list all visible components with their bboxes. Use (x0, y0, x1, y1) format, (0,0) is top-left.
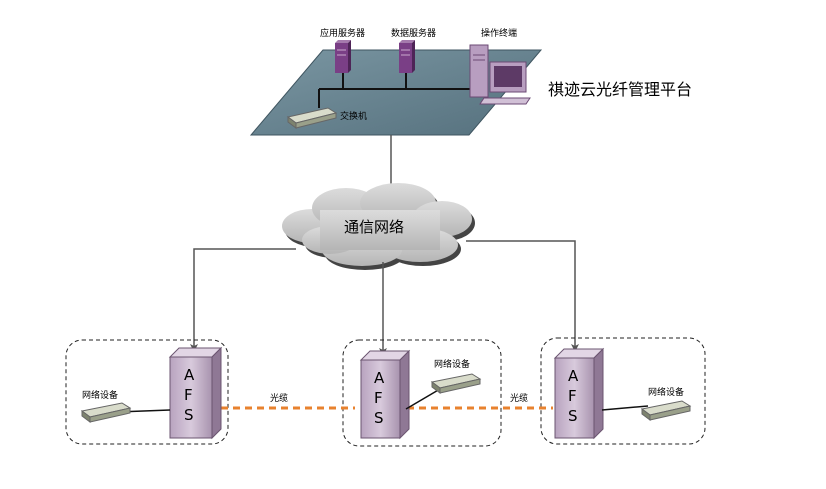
link-to-site-1 (190, 248, 296, 352)
terminal-computer-icon (469, 44, 531, 105)
data-server-icon (399, 40, 415, 73)
svg-text:F: F (374, 389, 383, 407)
terminal-label: 操作终端 (481, 27, 517, 39)
switch-label: 交换机 (340, 110, 367, 122)
fiber-label-1: 光缆 (270, 392, 288, 404)
site-3: A F S 网络设备 (553, 347, 692, 440)
svg-text:S: S (568, 407, 578, 425)
platform-title: 祺迹云光纤管理平台 (548, 80, 692, 99)
link-to-site-3 (466, 240, 579, 352)
site-1: A F S 网络设备 (80, 346, 223, 440)
management-platform: 应用服务器 数据服务器 操作终端 交换机 祺迹云光纤管理平台 (249, 27, 692, 136)
svg-text:S: S (374, 409, 384, 427)
communication-network-cloud: 通信网络 (282, 183, 475, 270)
network-device-icon (430, 373, 482, 394)
afs-unit-2: A F S (359, 349, 411, 440)
site-2-boundary (342, 339, 502, 447)
site-1-boundary (65, 339, 229, 445)
app-server-icon (335, 40, 351, 73)
app-server-label: 应用服务器 (320, 27, 365, 39)
svg-text:F: F (568, 387, 577, 405)
network-label: 通信网络 (344, 218, 404, 236)
svg-text:A: A (568, 367, 579, 385)
site-3-device-label: 网络设备 (648, 386, 684, 398)
site-2: A F S 网络设备 (359, 349, 482, 440)
fiber-label-2: 光缆 (510, 392, 528, 404)
network-to-sites-links (190, 240, 579, 356)
site-1-device-label: 网络设备 (82, 389, 118, 401)
svg-text:A: A (374, 369, 385, 387)
afs-unit-3: A F S (553, 347, 605, 440)
network-device-icon (80, 402, 132, 423)
svg-text:F: F (184, 386, 193, 404)
svg-text:S: S (184, 406, 194, 424)
switch-icon (286, 107, 338, 129)
data-server-label: 数据服务器 (391, 27, 436, 39)
site-2-device-label: 网络设备 (434, 358, 470, 370)
svg-text:A: A (184, 366, 195, 384)
afs-unit-1: A F S (168, 346, 223, 440)
site-3-boundary (540, 337, 706, 445)
network-device-icon (640, 400, 692, 421)
